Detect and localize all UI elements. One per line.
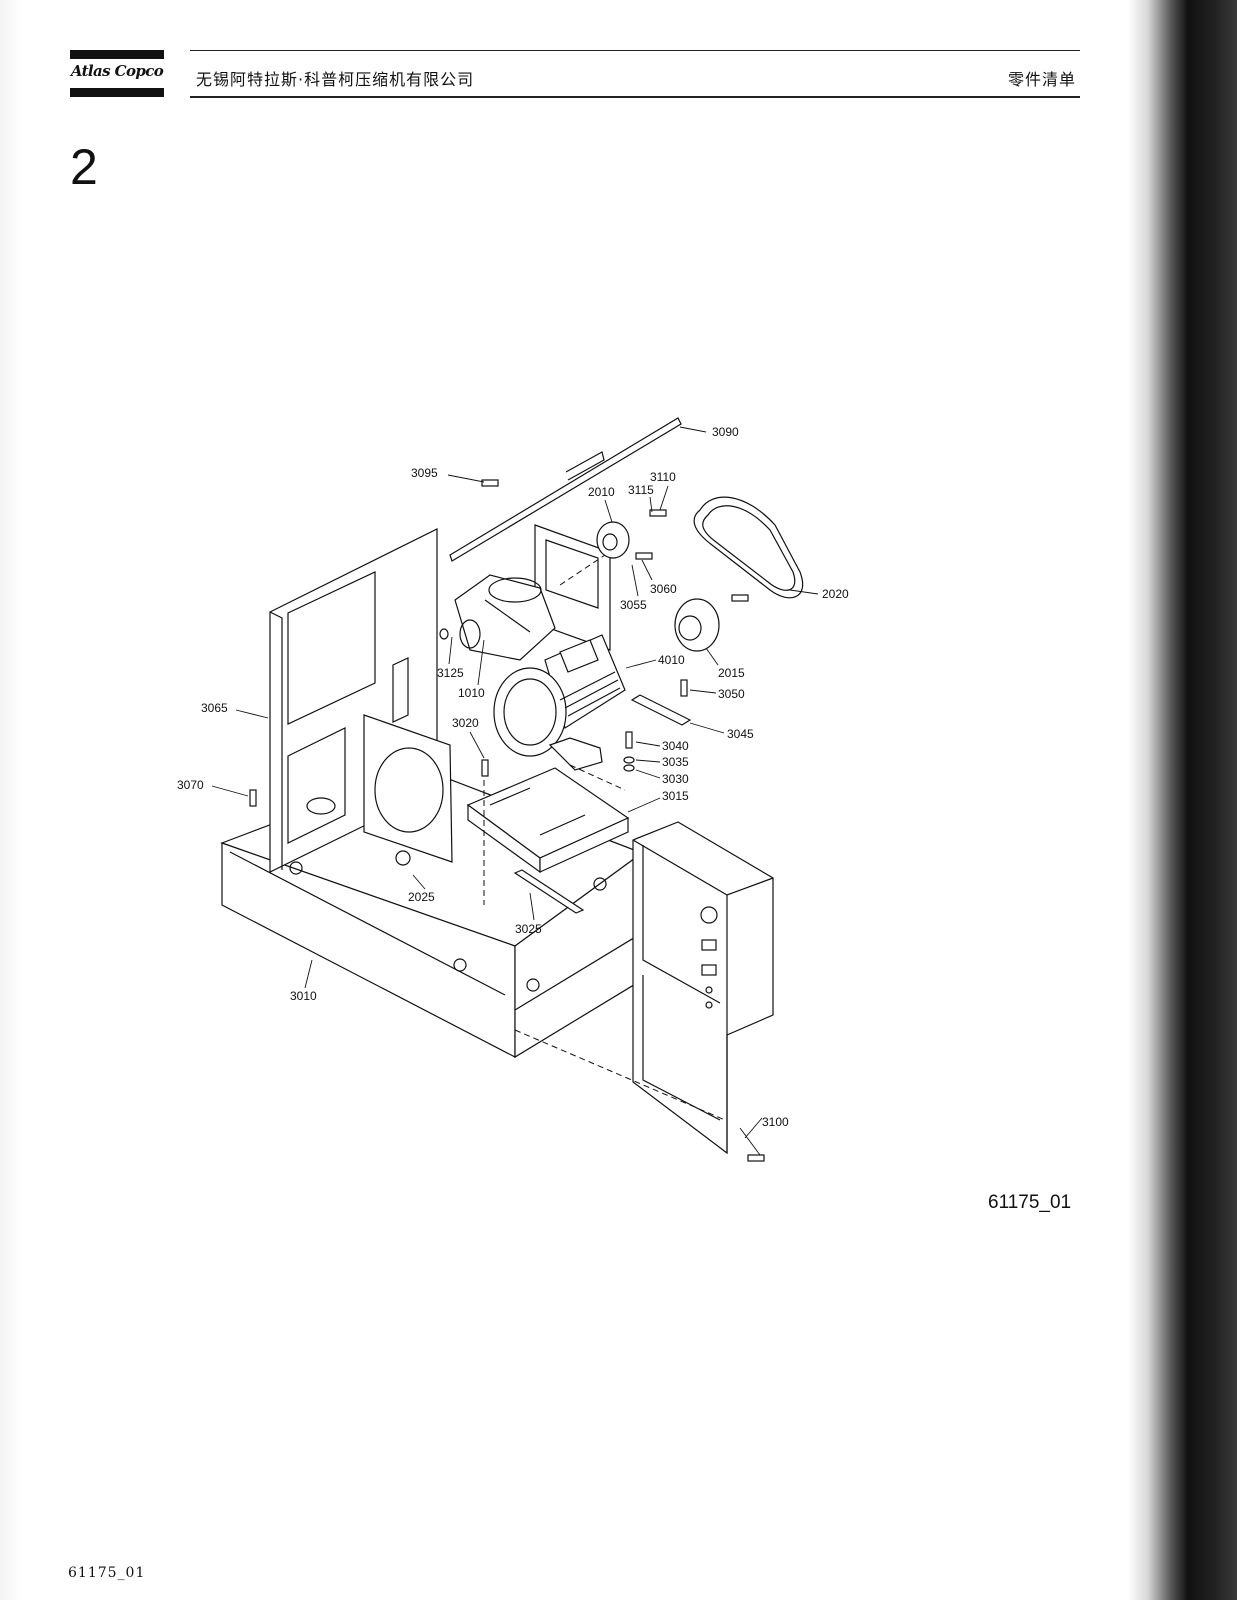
label-3030: 3030 bbox=[662, 772, 689, 786]
label-3060: 3060 bbox=[650, 582, 677, 596]
logo-bar-top bbox=[70, 50, 164, 59]
label-3055: 3055 bbox=[620, 598, 647, 612]
label-2025: 2025 bbox=[408, 890, 435, 904]
label-3100: 3100 bbox=[762, 1115, 789, 1129]
header-rule-top bbox=[190, 50, 1080, 51]
label-2010: 2010 bbox=[588, 485, 615, 499]
label-3010: 3010 bbox=[290, 989, 317, 1003]
motor-slide-base bbox=[466, 767, 630, 874]
label-1010: 1010 bbox=[458, 686, 485, 700]
fan-shroud bbox=[363, 714, 453, 863]
label-3115: 3115 bbox=[628, 483, 654, 497]
electrical-cabinet bbox=[632, 821, 774, 1155]
label-3025: 3025 bbox=[515, 922, 542, 936]
label-3110: 3110 bbox=[650, 470, 676, 484]
scan-right-edge bbox=[1128, 0, 1237, 1600]
brand-logo: Atlas Copco bbox=[70, 50, 164, 98]
section-number: 2 bbox=[70, 139, 98, 195]
scan-left-edge bbox=[0, 0, 22, 1600]
label-2015: 2015 bbox=[718, 666, 745, 680]
label-2020: 2020 bbox=[822, 587, 849, 601]
label-3095: 3095 bbox=[411, 466, 438, 480]
slide-strip bbox=[513, 869, 585, 914]
label-3035: 3035 bbox=[662, 755, 689, 769]
label-3045: 3045 bbox=[727, 727, 754, 741]
figure-code: 61175_01 bbox=[988, 1192, 1072, 1213]
motor-bracket bbox=[630, 694, 692, 726]
v-belts bbox=[693, 496, 804, 599]
logo-wordmark: Atlas Copco bbox=[70, 62, 164, 80]
label-3015: 3015 bbox=[662, 789, 689, 803]
label-3125: 3125 bbox=[437, 666, 464, 680]
pulley-2010 bbox=[596, 521, 630, 559]
label-3065: 3065 bbox=[201, 701, 228, 715]
pulley-2015 bbox=[674, 598, 720, 652]
header-rule-bottom bbox=[190, 96, 1080, 98]
document-type: 零件清单 bbox=[1007, 70, 1076, 89]
assembly-lines bbox=[483, 554, 726, 1121]
label-3050: 3050 bbox=[718, 687, 745, 701]
part-labels: 3090 3095 3110 3115 2010 2020 3060 3055 … bbox=[177, 425, 849, 1129]
label-3020: 3020 bbox=[452, 716, 479, 730]
label-3090: 3090 bbox=[712, 425, 739, 439]
label-4010: 4010 bbox=[658, 653, 685, 667]
company-name: 无锡阿特拉斯·科普柯压缩机有限公司 bbox=[196, 70, 475, 89]
leader-lines bbox=[211, 426, 819, 1156]
exploded-parts-diagram: 3090 3095 3110 3115 2010 2020 3060 3055 … bbox=[177, 417, 849, 1162]
fasteners bbox=[249, 479, 765, 1162]
logo-bar-bottom bbox=[70, 88, 164, 97]
footer-code: 61175_01 bbox=[68, 1565, 146, 1581]
electric-motor bbox=[493, 634, 626, 771]
compressor-element bbox=[454, 574, 556, 661]
label-3040: 3040 bbox=[662, 739, 689, 753]
top-rail bbox=[449, 417, 682, 562]
label-3070: 3070 bbox=[177, 778, 204, 792]
